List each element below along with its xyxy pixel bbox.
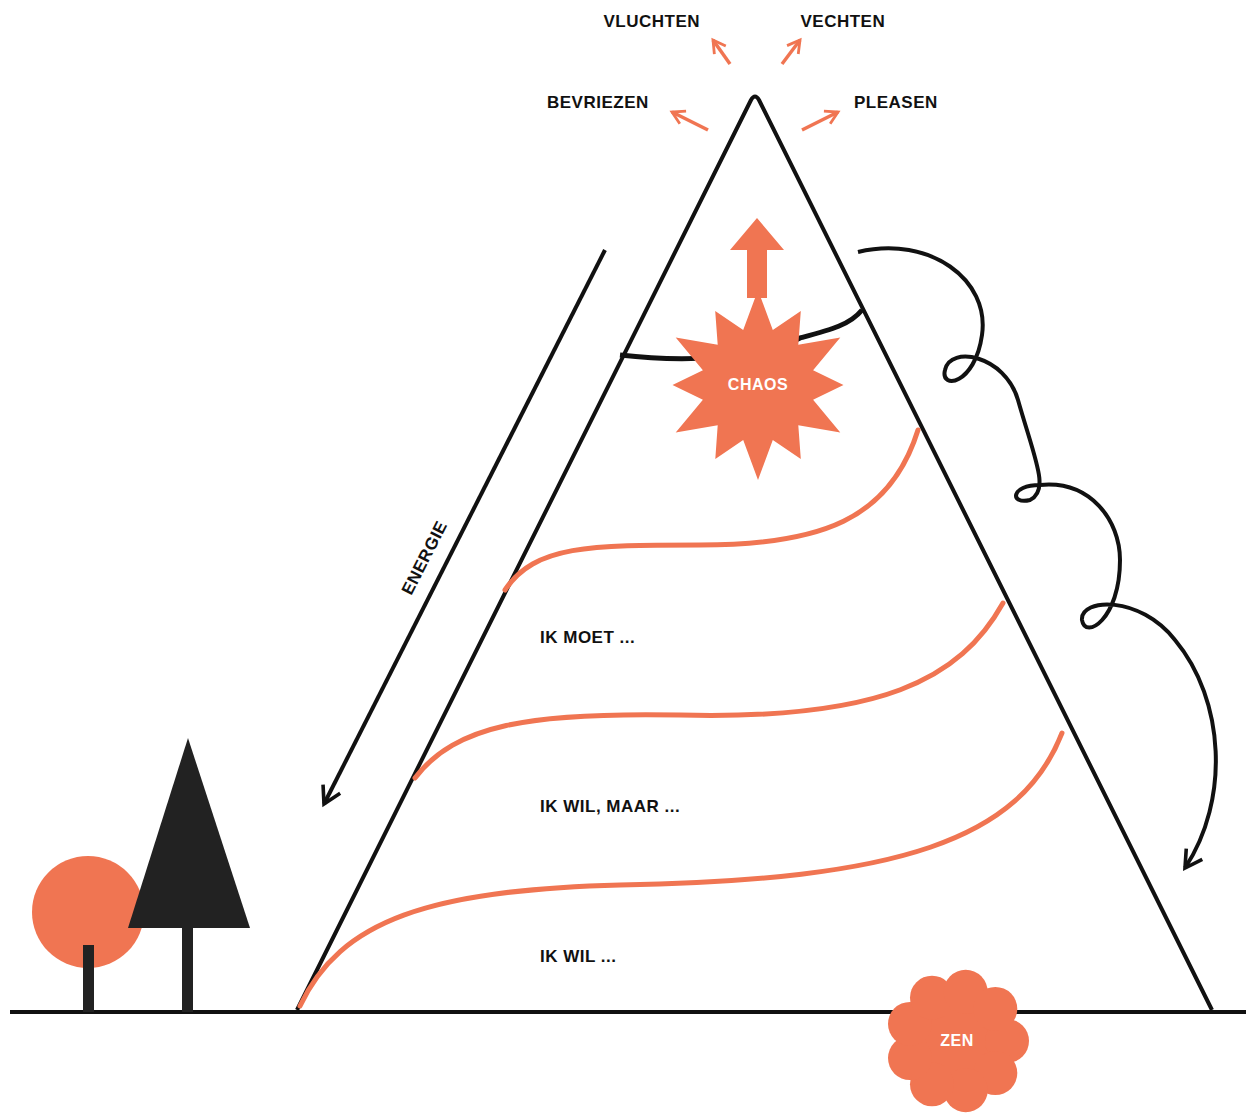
response-arrow	[802, 112, 838, 130]
tree-trunk	[83, 945, 94, 1012]
text-label: VECHTEN	[801, 12, 886, 32]
zen-flower: ZEN	[884, 968, 1030, 1113]
energy-arrow	[324, 250, 605, 804]
band-curve	[415, 603, 1003, 778]
band-curve	[300, 733, 1062, 1006]
response-arrow	[672, 112, 708, 130]
text-label: IK WIL ...	[540, 947, 616, 967]
response-arrow	[782, 40, 800, 64]
mountain-outline	[297, 97, 1212, 1011]
text-label: VLUCHTEN	[604, 12, 701, 32]
text-label: BEVRIEZEN	[547, 93, 649, 113]
chaos-burst: CHAOS	[663, 290, 853, 480]
ground-line	[10, 1010, 1246, 1014]
tree-trunk	[182, 925, 193, 1012]
up-arrow	[730, 218, 784, 298]
text-label: IK MOET ...	[540, 628, 635, 648]
curly-arrow	[858, 248, 1216, 868]
node-label: ZEN	[884, 968, 1030, 1113]
node-label: CHAOS	[663, 290, 853, 480]
pine-tree	[128, 738, 250, 928]
text-label: IK WIL, MAAR ...	[540, 797, 680, 817]
text-label: PLEASEN	[854, 93, 938, 113]
response-arrow	[713, 40, 730, 64]
band-curve	[505, 430, 918, 590]
axis-label: ENERGIE	[398, 518, 452, 598]
